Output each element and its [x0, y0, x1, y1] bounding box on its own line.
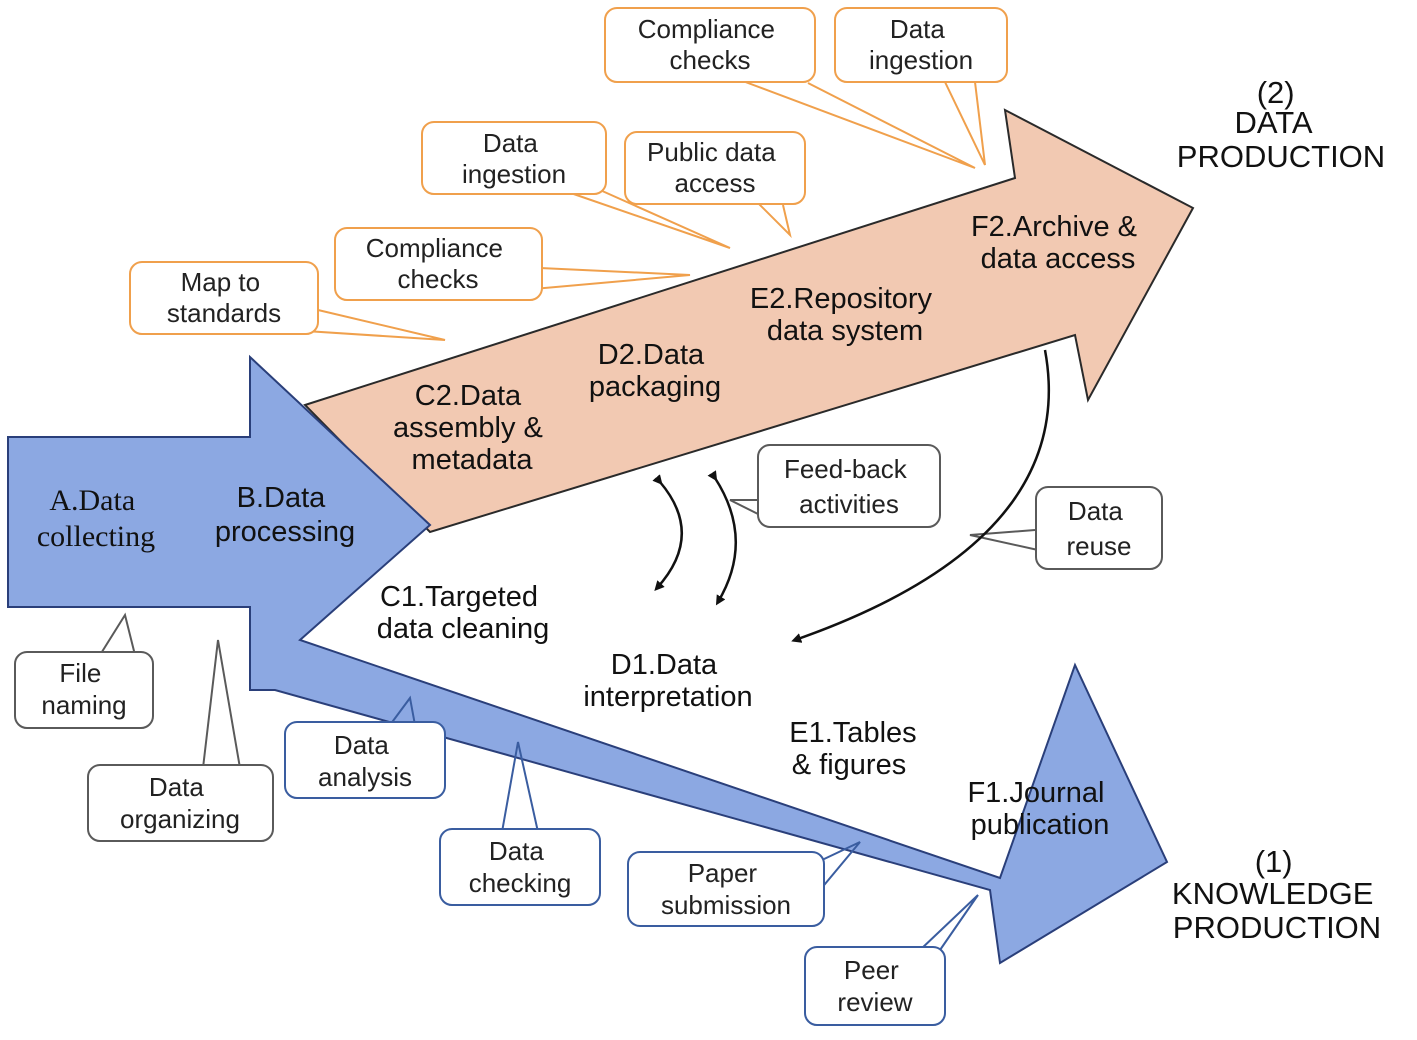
feedback-arrow-right [707, 470, 737, 606]
stage-f1-label: F1.Journal publication [967, 777, 1112, 841]
tail-reuse [969, 529, 1039, 551]
stage-labels: A.Data collecting B.Data processing C1.T… [37, 211, 1145, 841]
tail-compliance-top [739, 79, 976, 169]
box-compliance-mid [334, 227, 543, 301]
tail-public-access [754, 199, 792, 239]
callout-ingestion-mid: Data ingestion [462, 128, 566, 189]
stage-d1-label: D1.Data interpretation [583, 649, 752, 713]
callout-public-access: Public data access [647, 137, 783, 198]
box-feedback [757, 444, 941, 528]
tail-peer-review [919, 894, 979, 951]
tail-compliance-mid [499, 267, 691, 293]
callout-reuse: Data reuse [1066, 496, 1131, 561]
callout-ingestion-top: Data ingestion [869, 14, 973, 75]
tail-ingestion-mid [561, 189, 731, 249]
data-production-arrow [303, 108, 1195, 534]
tail-file-naming [99, 612, 136, 656]
callout-analysis: Data analysis [318, 730, 412, 792]
callout-organizing: Data organizing [120, 772, 240, 834]
tail-feedback [729, 499, 765, 516]
callout-boxes [14, 7, 1163, 1026]
feedback-arrow-left [652, 474, 683, 591]
tail-checking [501, 741, 539, 833]
knowledge-production-arrow [7, 354, 1169, 965]
knowledge-production-label: (1) KNOWLEDGE PRODUCTION [1172, 844, 1382, 945]
box-organizing [87, 764, 274, 842]
box-checking [439, 828, 601, 906]
tail-organizing [202, 639, 241, 769]
stage-a-label: A.Data collecting [37, 484, 155, 553]
box-public-access [624, 131, 806, 205]
lower-callout-tails [99, 499, 1039, 951]
box-map-standards [129, 261, 319, 335]
box-ingestion-top [834, 7, 1008, 83]
box-ingestion-mid [421, 121, 607, 195]
stage-e2-label: E2.Repository data system [750, 283, 940, 347]
box-compliance-top [604, 7, 816, 83]
box-submission [627, 851, 825, 927]
stage-f2-label: F2.Archive & data access [971, 211, 1145, 275]
box-peer-review [804, 946, 946, 1026]
stage-b-label: B.Data processing [215, 482, 355, 548]
callout-submission: Paper submission [661, 858, 791, 920]
callout-compliance-top: Compliance checks [638, 14, 783, 75]
stage-d2-label: D2.Data packaging [589, 339, 721, 403]
feedback-arrows [652, 349, 1050, 643]
stage-e1-label: E1.Tables & figures [789, 717, 924, 781]
callout-texts: Compliance checks Data ingestion Data in… [41, 14, 1131, 1017]
callout-checking: Data checking [469, 836, 572, 898]
data-production-label: (2) DATA PRODUCTION [1177, 75, 1385, 174]
tail-analysis [389, 695, 416, 726]
callout-file-naming: File naming [41, 658, 126, 720]
outcome-labels: (2) DATA PRODUCTION (1) KNOWLEDGE PRODUC… [1172, 75, 1385, 945]
callout-compliance-mid: Compliance checks [366, 233, 511, 294]
tail-map-standards [289, 309, 446, 341]
callout-map-standards: Map to standards [167, 267, 281, 328]
callout-feedback: Feed-back activities [784, 454, 914, 519]
callout-peer-review: Peer review [837, 955, 912, 1017]
tail-ingestion-top [944, 81, 986, 166]
stage-c2-label: C2.Data assembly & metadata [393, 380, 551, 476]
box-file-naming [14, 651, 154, 729]
data-reuse-arrow [791, 349, 1050, 643]
orange-callout-tails [289, 79, 986, 341]
box-analysis [284, 721, 446, 799]
stage-c1-label: C1.Targeted data cleaning [377, 581, 550, 645]
box-reuse [1035, 486, 1163, 570]
tail-submission [819, 841, 861, 891]
